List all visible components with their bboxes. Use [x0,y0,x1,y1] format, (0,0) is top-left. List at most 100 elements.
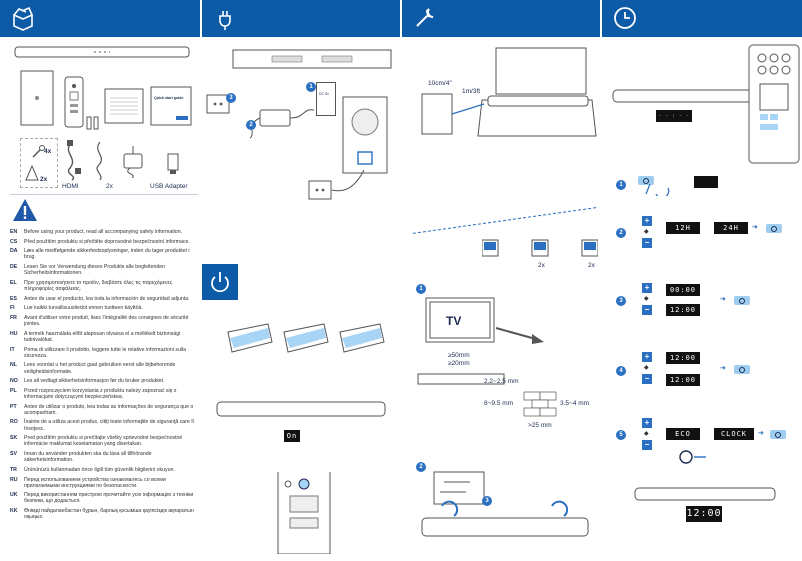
quick-start-guide-illustration [150,86,192,126]
language-code: KK [10,508,18,515]
language-text: Innan du använder produkten ska du läsa … [24,451,152,464]
clock-confirm-button-5[interactable] [770,430,786,439]
clock-icon-small [739,366,745,373]
language-code: FI [10,305,15,312]
column-connect: DC IN 1 3 2 On [202,0,400,561]
clock-icon [614,7,636,29]
tool-count-1: 2x [538,262,545,269]
volume-icon: ◆ [644,431,649,437]
plus-button[interactable]: + [642,352,652,362]
plus-button[interactable]: + [642,283,652,293]
power-display: On [284,430,300,442]
language-text: Ürününüzü kullanmadan önce ilgili tüm gü… [24,466,175,473]
header-band-box [0,0,200,37]
language-text: Lue kaikki turvallisuustiedot ennen tuot… [24,305,143,312]
clock-confirm-button-2[interactable] [766,224,782,233]
clock-icon-small [775,431,781,438]
mount-step-2: 2 [416,462,426,472]
language-code: EL [10,279,17,286]
language-row: EN Before using your product, read all ac… [10,229,200,235]
subwoofer-rear-illustration [342,96,388,174]
step4-display-b: 12:00 [666,374,700,386]
length-label: >25 mm [528,422,552,429]
language-text: Before using your product, read all acco… [24,229,183,235]
clock-icon-small [771,225,777,232]
clearance-side-label: 1m/3ft [462,88,481,95]
usb-adapter-label: USB Adapter [150,183,188,190]
language-code: DA [10,248,18,255]
remote-power-closeup [277,472,331,554]
qty-brackets: 4x [44,148,52,155]
volume-icon: ◆ [644,229,649,235]
power-adapter-icon [123,146,143,178]
column-mount: 10cm/4" 1m/3ft 2x 2x 1 TV ≥50mm ≥20mm 2.… [402,0,600,561]
step4-display-a: 12:00 [666,352,700,364]
language-code: DE [10,264,18,271]
usb-adapter-icon [167,153,179,174]
step3-display-b: 12:00 [666,304,700,316]
step5-display-b: CLOCK [714,428,754,440]
mount-step-1: 1 [416,284,426,294]
subwoofer-power-cable [331,169,365,192]
clock-step-4: 4 [616,366,626,376]
qty-screws: 2x [40,176,48,183]
accessory-group [20,138,58,188]
language-text: Przed rozpoczęciem korzystania z produkt… [24,387,177,400]
final-clock-display: 12:00 [686,506,722,522]
drill-label: 2.2~2.5 mm [484,378,519,385]
plus-button[interactable]: + [642,216,652,226]
soundbar-power-illustration [216,401,386,417]
language-code: SV [10,451,17,458]
minus-button[interactable]: − [642,238,652,248]
language-text: Avant d'utiliser votre produit, lisez l'… [24,315,189,328]
clock-button[interactable] [638,176,654,185]
language-text: Перед использованием устройства ознакомь… [24,476,166,489]
minus-button[interactable]: − [642,305,652,315]
soundbar-final-illustration [634,487,776,501]
minus-button[interactable]: − [642,440,652,450]
open-box-icon [13,6,33,31]
dc-in-port-callout [316,82,336,116]
language-code: IT [10,346,15,353]
plus-button[interactable]: + [642,418,652,428]
remote-illustration [64,76,84,128]
clock-step-1: 1 [616,180,626,190]
depth-label: 8~9.5 mm [484,400,514,407]
column-box-contents: Quick start guide 4x 2x HDMI 2x USB Adap… [0,0,200,561]
header-band-connect [202,0,400,37]
screw-icon [32,145,45,158]
header-band-mount [402,0,600,37]
clock-icon-small [739,297,745,304]
anchor-label: 3.5~4 mm [560,400,590,407]
clock-confirm-button-4[interactable] [734,365,750,374]
wall-socket-left [206,94,230,114]
language-code: ES [10,295,17,302]
soundbar-mounted-illustration [421,500,589,537]
clock-step-3: 3 [616,296,626,306]
language-code: HU [10,330,18,337]
language-text: Læs alle medfølgende sikkerhedsoplysning… [24,248,190,261]
dc-in-label: DC IN [319,92,329,96]
mounting-tools-group [482,239,598,257]
soundbar-rear-illustration [232,49,392,69]
header-band-power [202,264,238,300]
language-code: RU [10,476,18,483]
minus-button[interactable]: − [642,374,652,384]
language-code: EN [10,229,18,235]
clock-confirm-button-3[interactable] [734,296,750,305]
step1-display [694,176,718,188]
manual-title: Quick start guide [154,96,184,100]
hdmi-cable-icon [67,140,81,181]
language-text: Antes de utilizar o produto, leia todas … [24,403,194,416]
qty-cables: 2x [106,183,113,190]
